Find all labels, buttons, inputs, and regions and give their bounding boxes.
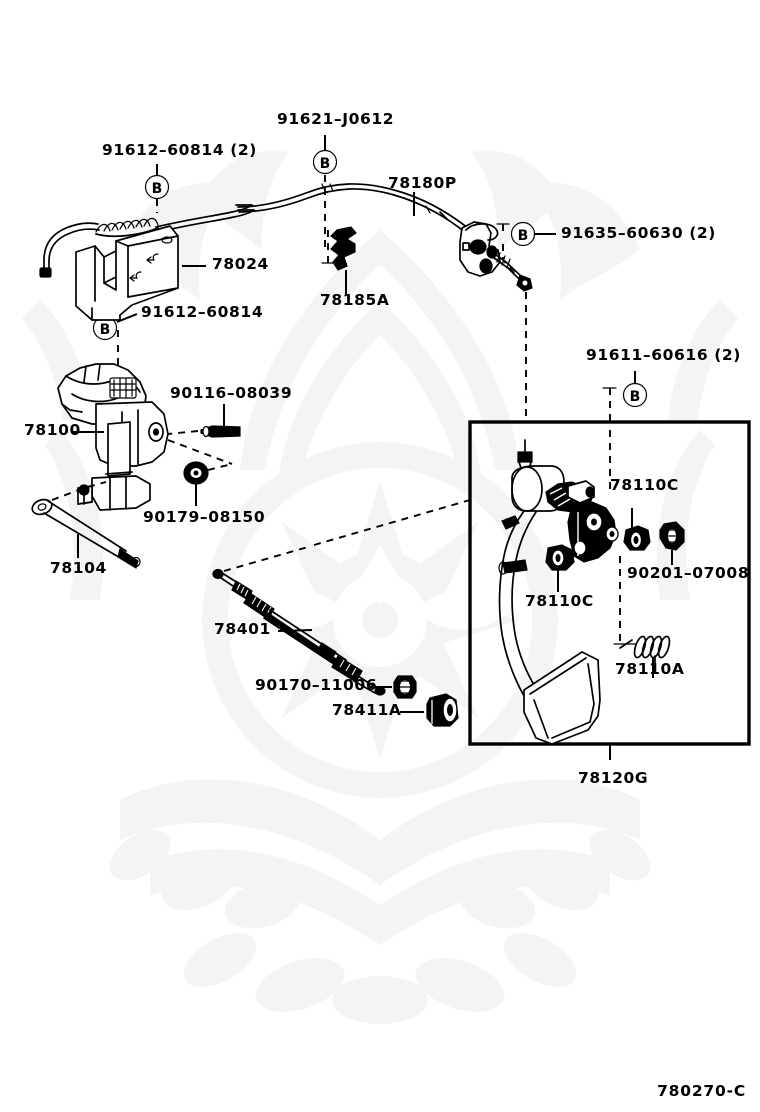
label-78185a: 78185A [320, 291, 390, 309]
label-78104: 78104 [50, 559, 107, 577]
label-90170-11006: 90170–11006 [255, 676, 378, 694]
cable-clip-78185a [321, 226, 357, 294]
label-78110c-lower: 78110C [525, 592, 594, 610]
label-78180p: 78180P [388, 174, 457, 192]
label-78120g: 78120G [578, 769, 649, 787]
label-91612-60814: 91612–60814 [141, 303, 264, 321]
label-78110a: 78110A [615, 660, 685, 678]
bushing-78110c-upper [623, 508, 651, 551]
callout-b-91621-j0612: B [312, 135, 338, 247]
nut-90179-08150 [167, 439, 233, 506]
svg-text:B: B [320, 156, 331, 172]
svg-text:B: B [100, 322, 111, 338]
label-78401: 78401 [214, 620, 271, 638]
callout-b-91611-60616-2: B [602, 371, 648, 492]
label-91612-60814-2: 91612–60814 (2) [102, 141, 257, 159]
svg-text:B: B [518, 228, 529, 244]
label-78100: 78100 [24, 421, 81, 439]
bolt-90116-08039 [167, 404, 241, 438]
bushing-78110c-lower [545, 544, 575, 592]
label-91611-60616-2: 91611–60616 (2) [586, 346, 741, 364]
label-90179-08150: 90179–08150 [143, 508, 266, 526]
label-91635-60630-2: 91635–60630 (2) [561, 224, 716, 242]
cable-end-actuator [459, 221, 533, 420]
callout-b-91635-60630-2: B [496, 221, 556, 287]
sheet-code: 780270-C [657, 1082, 746, 1100]
washer-90201-07008 [659, 521, 685, 565]
label-91621-j0612: 91621–J0612 [277, 110, 395, 128]
svg-text:B: B [152, 181, 163, 197]
label-78024: 78024 [212, 255, 269, 273]
callout-b-91612-60814-2: B [144, 164, 170, 213]
label-78411a: 78411A [332, 701, 402, 719]
label-90201-07008: 90201–07008 [627, 564, 750, 582]
label-90116-08039: 90116–08039 [170, 384, 293, 402]
accelerator-cable-78401 [212, 499, 471, 696]
label-78110c-upper: 78110C [610, 476, 679, 494]
grommet-78411a [400, 693, 459, 727]
return-spring-78110a [613, 556, 671, 678]
svg-text:B: B [630, 389, 641, 405]
